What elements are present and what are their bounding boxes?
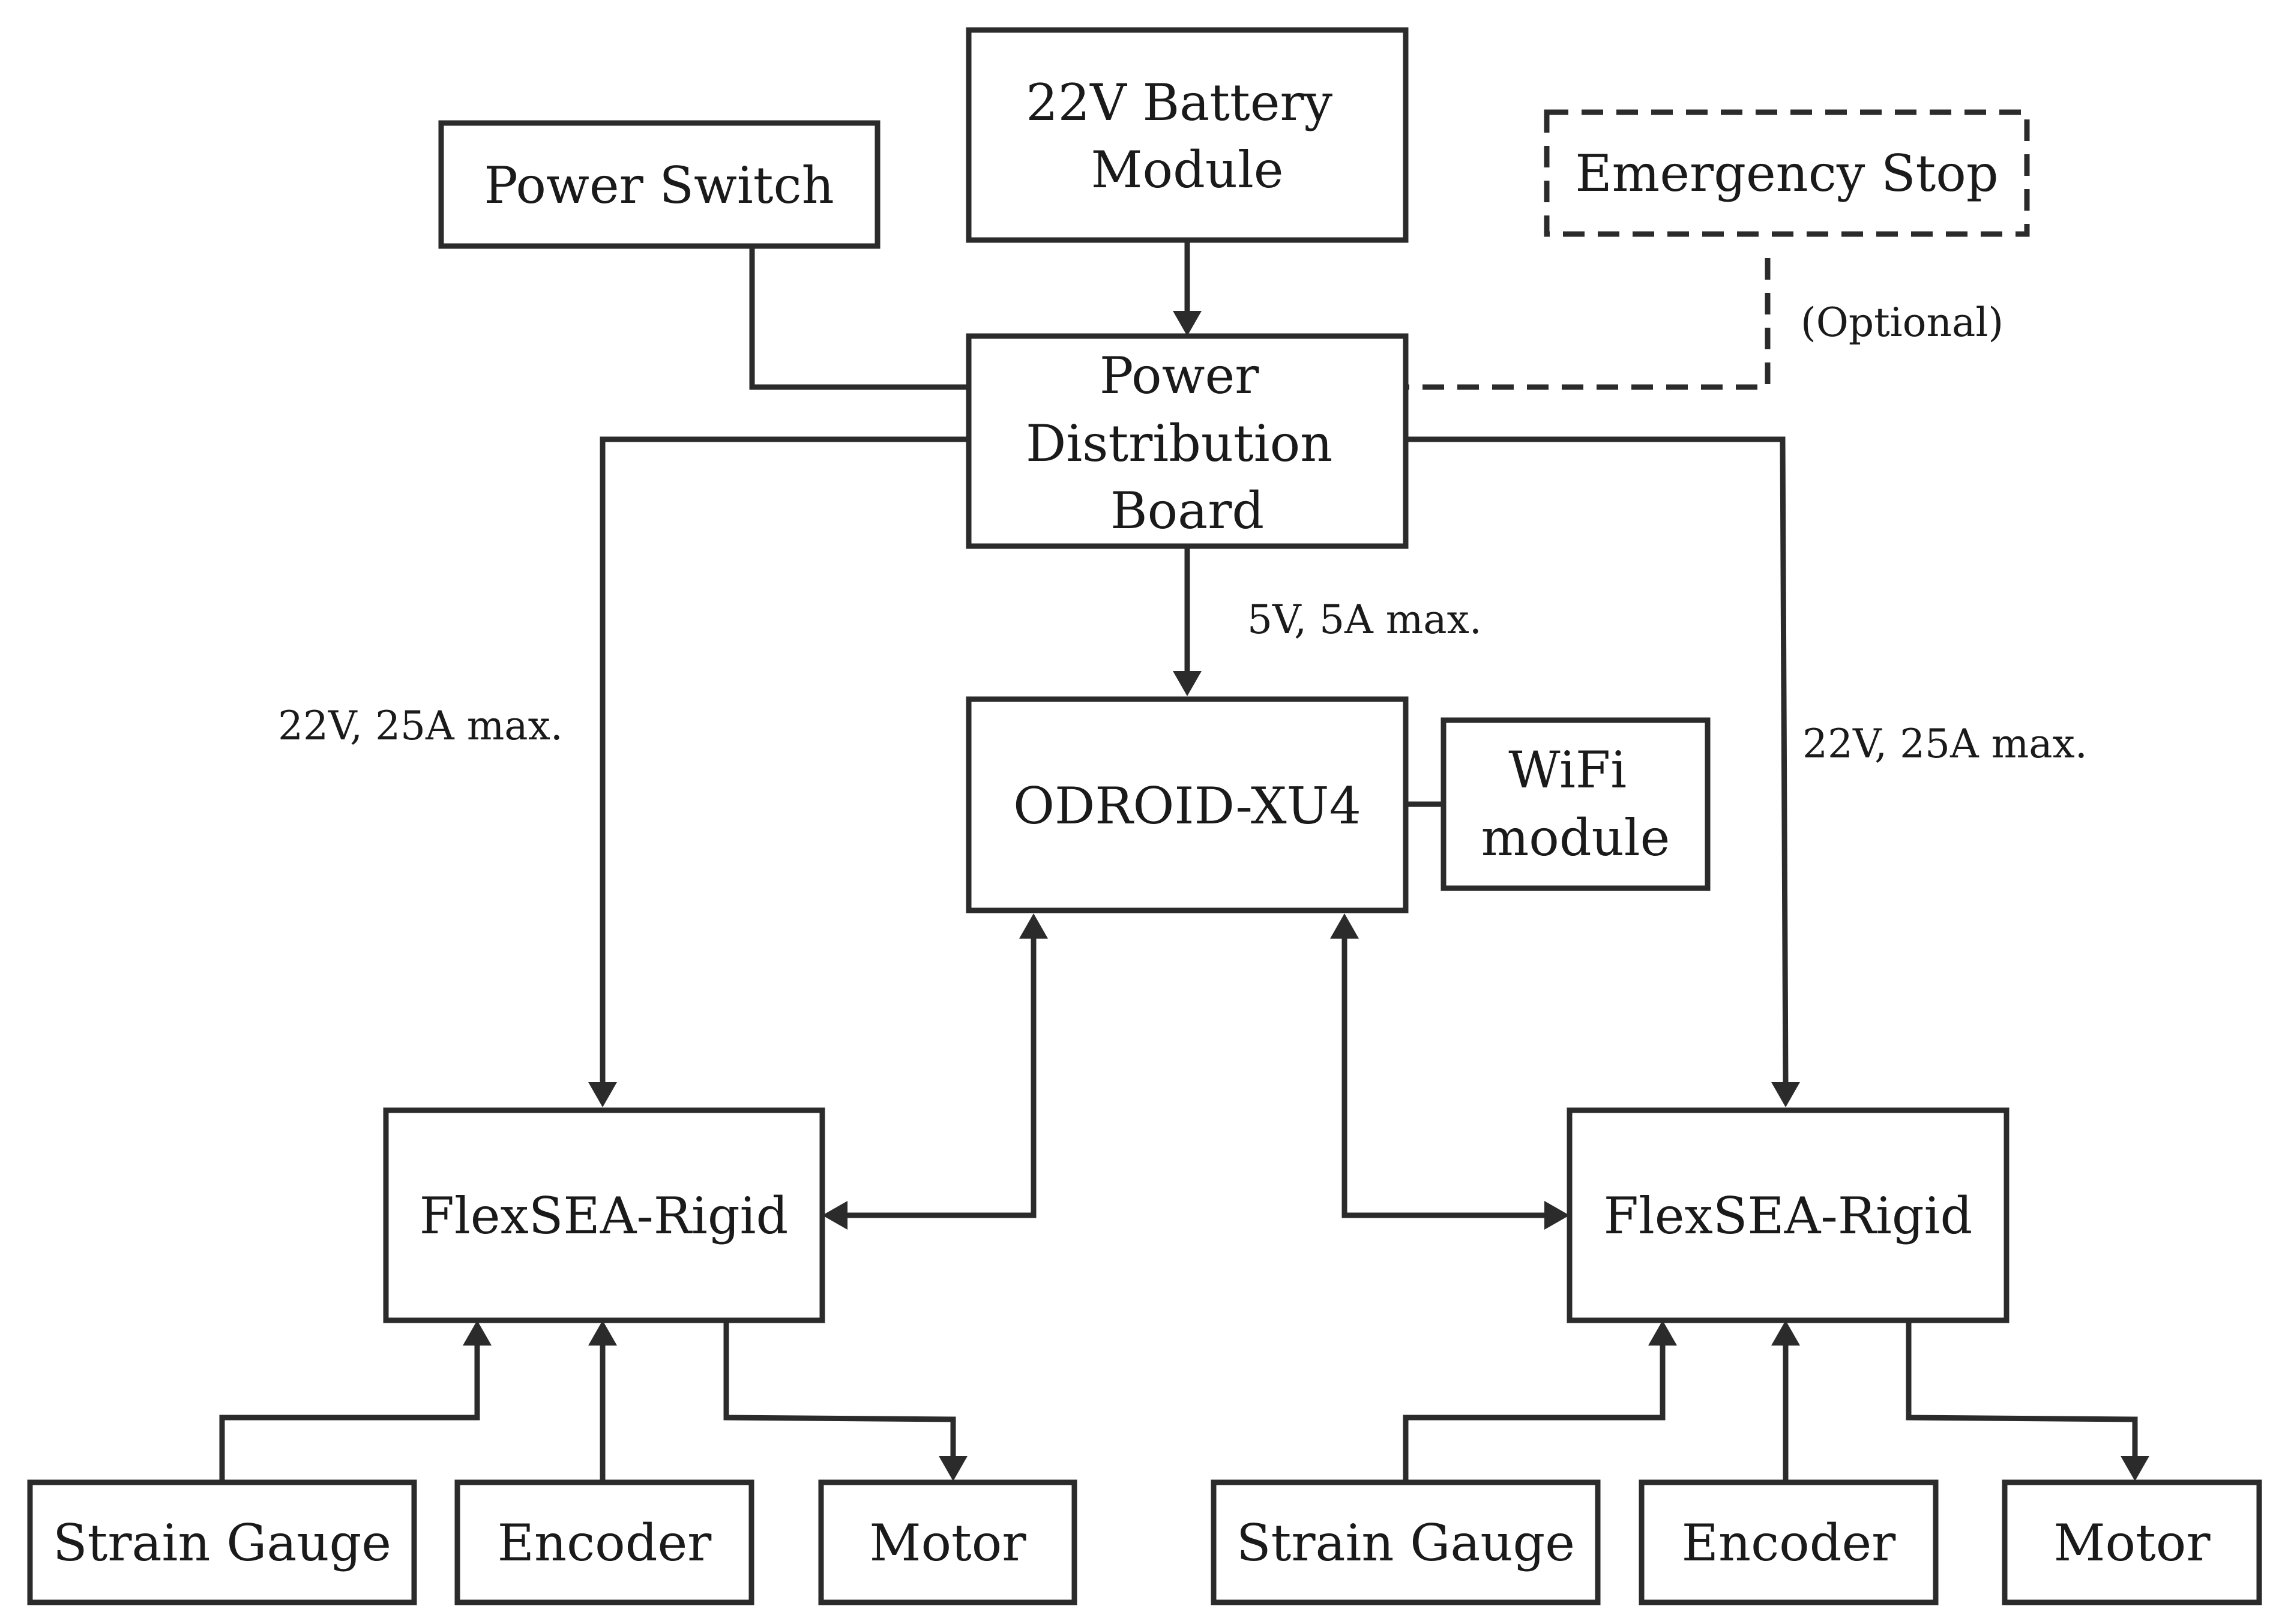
strain-left-box (27, 1479, 417, 1605)
optional-annotation: (Optional) (1801, 299, 2004, 346)
connector-pdb-to-flexsea-right (1406, 436, 1789, 1084)
power-switch-label: Power Switch (484, 156, 834, 215)
arrowhead-odroid-bottom-right (1330, 913, 1359, 939)
arrowhead-encoder-left (588, 1320, 617, 1346)
flexsea-left-label: FlexSEA-Rigid (420, 1186, 789, 1245)
motor-left-box (818, 1479, 1077, 1605)
encoder-left-label: Encoder (498, 1514, 712, 1572)
pdb-box (966, 333, 1409, 549)
encoder-right-label: Encoder (1682, 1514, 1897, 1572)
odroid-box (966, 696, 1409, 913)
odroid-label: ODROID-XU4 (1013, 777, 1361, 835)
connector-pdb-to-flexsea-left (600, 436, 969, 1083)
pdb-to-right-annotation: 22V, 25A max. (1802, 721, 2088, 767)
pdb-to-left-annotation: 22V, 25A max. (278, 703, 563, 749)
power-switch-box (438, 120, 881, 249)
connector-odroid-flexsea-right (1341, 936, 1546, 1218)
arrowhead-strain-right (1648, 1320, 1677, 1346)
flexsea-right-box (1567, 1107, 2010, 1323)
arrowhead-flexsea-left-top (588, 1082, 617, 1107)
connector-motor-right (1906, 1320, 2138, 1457)
connector-estop-to-pdb (1406, 258, 1771, 390)
wifi-box (1441, 717, 1711, 891)
strain-right-box (1211, 1479, 1601, 1605)
emergency-stop-label: Emergency Stop (1575, 144, 1998, 203)
motor-right-box (2002, 1479, 2262, 1605)
motor-right-label: Motor (2053, 1514, 2211, 1572)
arrowhead-strain-left (463, 1320, 492, 1346)
arrowhead-flexsea-left-right (822, 1201, 847, 1230)
encoder-right-box (1639, 1479, 1939, 1605)
arrowhead-flexsea-right-top (1771, 1082, 1800, 1107)
flexsea-left-box (383, 1107, 825, 1323)
arrowhead-motor-right (2121, 1456, 2149, 1481)
emergency-stop-box (1544, 109, 2030, 237)
pdb-label: Power Distribution Board (1026, 346, 1349, 540)
arrowhead-flexsea-right-left (1544, 1201, 1570, 1230)
connector-switch-to-pdb (749, 246, 969, 390)
connector-odroid-flexsea-left (846, 936, 1037, 1218)
battery-box (966, 27, 1409, 243)
connector-strain-left (219, 1344, 480, 1482)
arrowhead-motor-left (939, 1456, 968, 1481)
arrowhead-odroid-top (1173, 671, 1202, 696)
battery-label: 22V Battery Module (1026, 73, 1349, 199)
wifi-label: WiFi module (1481, 741, 1670, 867)
strain-left-label: Strain Gauge (53, 1514, 391, 1572)
encoder-left-box (454, 1479, 754, 1605)
arrowhead-odroid-bottom-left (1019, 913, 1048, 939)
pdb-to-odroid-annotation: 5V, 5A max. (1247, 597, 1482, 643)
connector-motor-left (723, 1320, 956, 1457)
motor-left-label: Motor (869, 1514, 1026, 1572)
strain-right-label: Strain Gauge (1236, 1514, 1575, 1572)
arrowhead-encoder-right (1771, 1320, 1800, 1346)
flexsea-right-label: FlexSEA-Rigid (1604, 1186, 1973, 1245)
arrowhead-pdb-top (1173, 311, 1202, 336)
connector-strain-right (1403, 1344, 1666, 1482)
